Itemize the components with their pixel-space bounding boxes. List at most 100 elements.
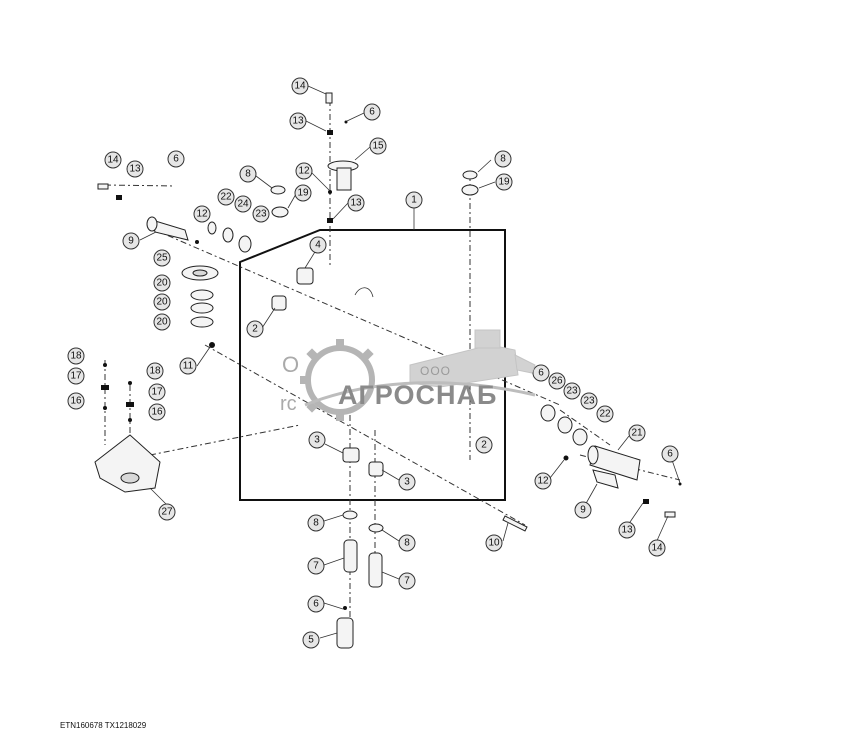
callout: 13 [618, 521, 636, 539]
callout: 21 [628, 424, 646, 442]
svg-text:14: 14 [294, 81, 306, 92]
svg-text:7: 7 [313, 561, 319, 572]
svg-text:3: 3 [404, 477, 410, 488]
main-frame [239, 229, 506, 501]
svg-text:6: 6 [313, 599, 319, 610]
svg-text:6: 6 [667, 449, 673, 460]
callout: 19 [495, 173, 513, 191]
svg-text:9: 9 [580, 505, 586, 516]
callout: 5 [302, 631, 320, 649]
callout: 6 [167, 150, 185, 168]
svg-text:10: 10 [488, 538, 500, 549]
svg-text:12: 12 [196, 209, 208, 220]
svg-text:26: 26 [551, 376, 563, 387]
callout: 18 [146, 362, 164, 380]
leader-lines [139, 85, 681, 639]
callout: 26 [548, 372, 566, 390]
callout: 17 [67, 367, 85, 385]
svg-text:21: 21 [631, 428, 643, 439]
callout: 25 [153, 249, 171, 267]
svg-text:12: 12 [537, 476, 549, 487]
callout: 14 [648, 539, 666, 557]
callout: 1 [405, 191, 423, 209]
callout: 6 [363, 103, 381, 121]
callout: 13 [289, 112, 307, 130]
svg-text:14: 14 [651, 543, 663, 554]
callout: 4 [309, 236, 327, 254]
watermark-company-prefix: ООО [420, 364, 452, 378]
callout: 7 [307, 557, 325, 575]
callout: 18 [67, 347, 85, 365]
callout: 8 [239, 165, 257, 183]
svg-text:8: 8 [313, 518, 319, 529]
svg-text:7: 7 [404, 576, 410, 587]
svg-text:22: 22 [220, 192, 232, 203]
callout: 27 [158, 503, 176, 521]
callout: 8 [307, 514, 325, 532]
callout: 12 [295, 162, 313, 180]
svg-text:18: 18 [70, 351, 82, 362]
callout: 15 [369, 137, 387, 155]
watermark-brand: АГРОСНАБ [338, 380, 498, 410]
callout: 23 [563, 382, 581, 400]
svg-text:6: 6 [369, 107, 375, 118]
callout: 7 [398, 572, 416, 590]
svg-text:19: 19 [297, 188, 309, 199]
svg-text:24: 24 [237, 199, 249, 210]
callout: 9 [122, 232, 140, 250]
callout: 14 [291, 77, 309, 95]
svg-text:3: 3 [314, 435, 320, 446]
callout: 16 [148, 403, 166, 421]
callout: 11 [179, 357, 197, 375]
callout: 19 [294, 184, 312, 202]
callout: 22 [596, 405, 614, 423]
svg-text:20: 20 [156, 297, 168, 308]
svg-text:17: 17 [70, 371, 82, 382]
svg-text:8: 8 [245, 169, 251, 180]
svg-text:17: 17 [151, 387, 163, 398]
watermark-fragment: О [282, 352, 300, 377]
svg-text:27: 27 [161, 507, 173, 518]
svg-text:20: 20 [156, 278, 168, 289]
callout-labels: 14 13 6 15 12 13 4 8 19 22 24 23 12 9 13… [67, 77, 679, 649]
svg-text:20: 20 [156, 317, 168, 328]
svg-text:18: 18 [149, 366, 161, 377]
callout: 17 [148, 383, 166, 401]
callout: 6 [661, 445, 679, 463]
callout: 6 [532, 364, 550, 382]
callout: 3 [308, 431, 326, 449]
svg-text:13: 13 [621, 525, 633, 536]
svg-text:9: 9 [128, 236, 134, 247]
svg-text:25: 25 [156, 253, 168, 264]
callout: 24 [234, 195, 252, 213]
callout: 8 [494, 150, 512, 168]
svg-text:12: 12 [298, 166, 310, 177]
callout: 12 [534, 472, 552, 490]
svg-text:19: 19 [498, 177, 510, 188]
svg-text:16: 16 [151, 407, 163, 418]
svg-text:13: 13 [350, 198, 362, 209]
svg-text:8: 8 [404, 538, 410, 549]
svg-text:6: 6 [173, 154, 179, 165]
callout: 2 [475, 436, 493, 454]
svg-text:13: 13 [292, 116, 304, 127]
callout: 14 [104, 151, 122, 169]
callout: 23 [252, 205, 270, 223]
callout: 20 [153, 293, 171, 311]
svg-text:2: 2 [481, 440, 487, 451]
callout: 12 [193, 205, 211, 223]
svg-text:15: 15 [372, 141, 384, 152]
callout: 8 [398, 534, 416, 552]
watermark-fragment: rc [280, 393, 297, 415]
callout: 20 [153, 274, 171, 292]
svg-text:8: 8 [500, 154, 506, 165]
svg-text:11: 11 [183, 361, 194, 372]
svg-text:23: 23 [566, 386, 578, 397]
callout: 16 [67, 392, 85, 410]
svg-text:6: 6 [538, 368, 544, 379]
drawing-code: ETN160678 TX1218029 [60, 721, 147, 730]
svg-text:13: 13 [129, 164, 141, 175]
svg-text:16: 16 [70, 396, 82, 407]
svg-text:5: 5 [308, 635, 314, 646]
